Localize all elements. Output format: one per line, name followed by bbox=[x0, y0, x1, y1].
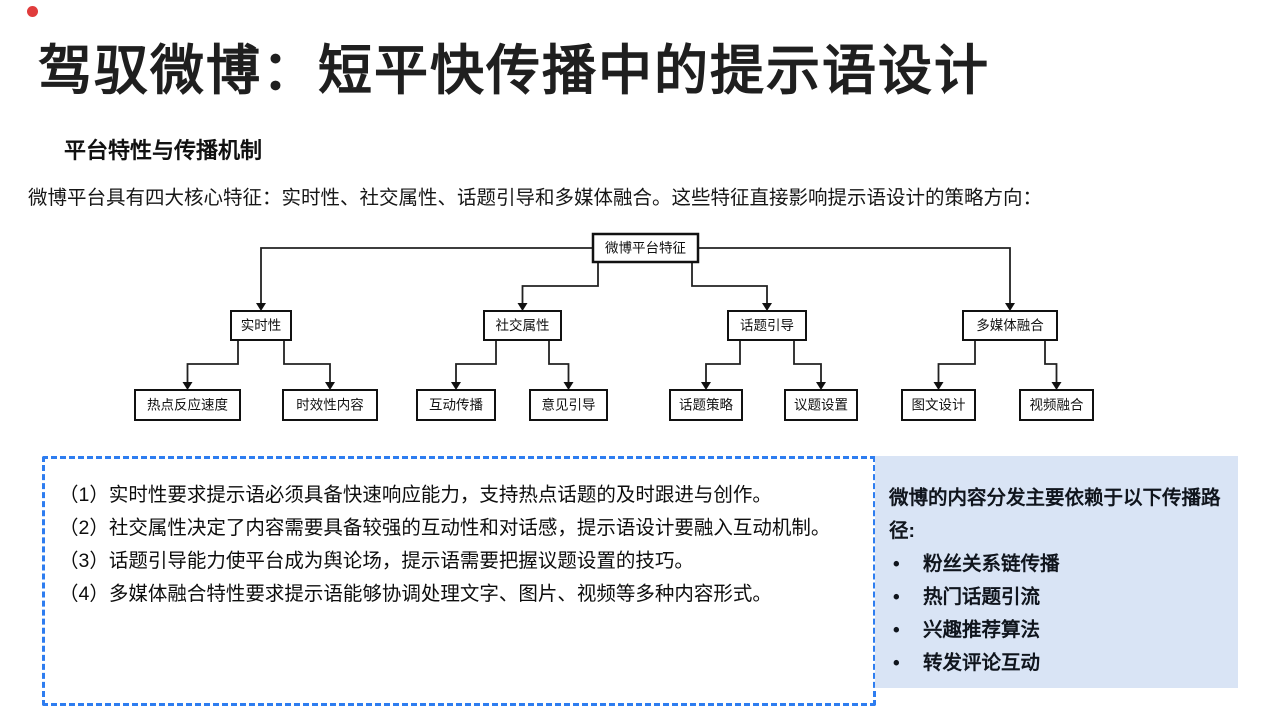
list-item: 转发评论互动 bbox=[889, 647, 1222, 680]
tree-leaf-image-text-design: 图文设计 bbox=[901, 389, 976, 421]
tree-node-topic-label: 话题引导 bbox=[740, 318, 794, 333]
distribution-item-label: 粉丝关系链传播 bbox=[923, 553, 1060, 575]
tree-connectors bbox=[186, 247, 1058, 382]
platform-features-tree-diagram: 微博平台特征 实时性 社交属性 话题引导 多媒体融合 热点反应速度 时效性内容 bbox=[134, 232, 1094, 421]
tree-leaf-timely-content: 时效性内容 bbox=[282, 389, 378, 421]
key-point-1: （1）实时性要求提示语必须具备快速响应能力，支持热点话题的及时跟进与创作。 bbox=[59, 484, 772, 506]
red-dot-icon bbox=[27, 6, 38, 17]
tree-leaf-label: 互动传播 bbox=[429, 398, 483, 413]
tree-leaf-label: 话题策略 bbox=[679, 397, 733, 413]
tree-node-social: 社交属性 bbox=[483, 310, 562, 341]
tree-leaf-label: 热点反应速度 bbox=[147, 397, 228, 413]
bullet-icon bbox=[889, 614, 923, 647]
key-points-panel: （1）实时性要求提示语必须具备快速响应能力，支持热点话题的及时跟进与创作。 （2… bbox=[42, 456, 876, 706]
tree-node-realtime: 实时性 bbox=[230, 310, 292, 341]
intro-paragraph: 微博平台具有四大核心特征：实时性、社交属性、话题引导和多媒体融合。这些特征直接影… bbox=[28, 187, 1043, 209]
tree-leaf-label: 议题设置 bbox=[794, 398, 848, 413]
distribution-panel: 微博的内容分发主要依赖于以下传播路径: 粉丝关系链传播 热门话题引流 兴趣推荐算… bbox=[875, 456, 1238, 688]
section-heading: 平台特性与传播机制 bbox=[64, 138, 263, 163]
bullet-icon bbox=[889, 647, 923, 680]
bullet-icon bbox=[889, 581, 923, 614]
distribution-list: 粉丝关系链传播 热门话题引流 兴趣推荐算法 转发评论互动 bbox=[889, 548, 1222, 680]
slide-title: 驾驭微博：短平快传播中的提示语设计 bbox=[38, 41, 990, 101]
list-item: 热门话题引流 bbox=[889, 581, 1222, 614]
key-point-3: （3）话题引导能力使平台成为舆论场，提示语需要把握议题设置的技巧。 bbox=[59, 550, 694, 572]
tree-node-root: 微博平台特征 bbox=[591, 232, 700, 264]
tree-leaf-label: 意见引导 bbox=[542, 397, 596, 413]
bullet-icon bbox=[889, 548, 923, 581]
distribution-intro: 微博的内容分发主要依赖于以下传播路径: bbox=[889, 487, 1221, 542]
tree-node-topic: 话题引导 bbox=[727, 310, 807, 341]
distribution-item-label: 转发评论互动 bbox=[923, 652, 1041, 674]
tree-leaf-opinion-guide: 意见引导 bbox=[529, 389, 608, 421]
list-item: 兴趣推荐算法 bbox=[889, 614, 1222, 647]
tree-node-realtime-label: 实时性 bbox=[241, 318, 282, 333]
tree-leaf-video-fusion: 视频融合 bbox=[1019, 389, 1094, 421]
key-point-2: （2）社交属性决定了内容需要具备较强的互动性和对话感，提示语设计要融入互动机制。 bbox=[59, 517, 831, 539]
tree-leaf-label: 视频融合 bbox=[1030, 398, 1084, 413]
tree-leaf-topic-strategy: 话题策略 bbox=[669, 389, 743, 421]
tree-leaf-label: 图文设计 bbox=[912, 398, 966, 413]
distribution-item-label: 兴趣推荐算法 bbox=[923, 619, 1041, 641]
tree-node-multimedia-label: 多媒体融合 bbox=[976, 317, 1044, 333]
list-item: 粉丝关系链传播 bbox=[889, 548, 1222, 581]
key-point-4: （4）多媒体融合特性要求提示语能够协调处理文字、图片、视频等多种内容形式。 bbox=[59, 583, 772, 605]
tree-leaf-hotspot-speed: 热点反应速度 bbox=[134, 389, 241, 421]
tree-arrowheads bbox=[182, 303, 1062, 390]
tree-leaf-interactive-spread: 互动传播 bbox=[416, 389, 496, 421]
tree-node-multimedia: 多媒体融合 bbox=[962, 310, 1058, 341]
tree-node-social-label: 社交属性 bbox=[496, 317, 550, 333]
distribution-item-label: 热门话题引流 bbox=[923, 586, 1041, 608]
tree-leaf-label: 时效性内容 bbox=[296, 397, 364, 413]
tree-node-root-label: 微博平台特征 bbox=[605, 240, 686, 256]
tree-leaf-agenda-setting: 议题设置 bbox=[784, 389, 858, 421]
